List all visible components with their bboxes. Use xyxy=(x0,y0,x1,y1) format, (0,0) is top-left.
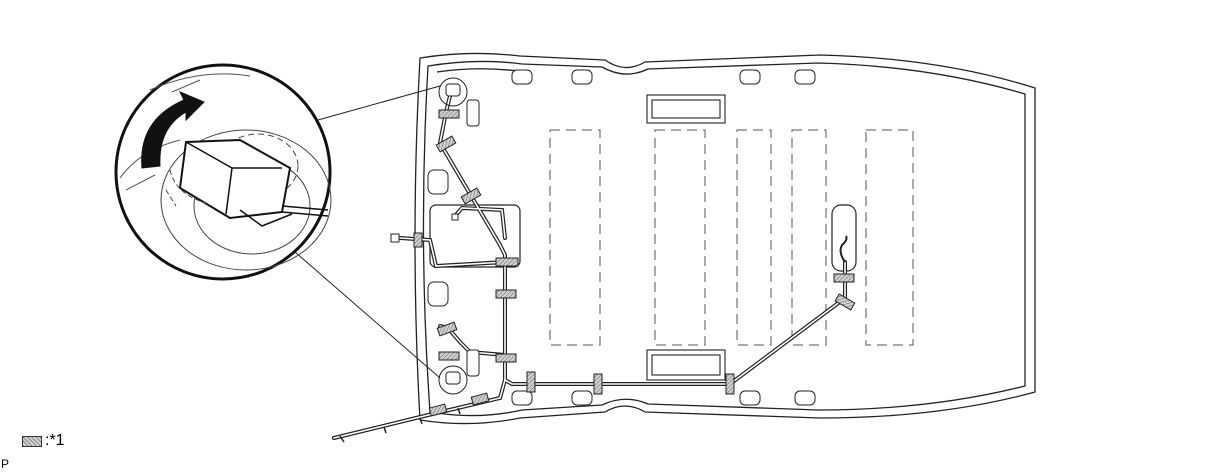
page-code: P xyxy=(1,457,10,471)
harness-end-ticks xyxy=(339,407,461,443)
detail-magnifier xyxy=(114,63,332,281)
callout-leader-lines xyxy=(294,77,468,395)
wire-harness xyxy=(332,86,847,440)
roof-outline xyxy=(414,52,1036,425)
roof-edge-pockets xyxy=(427,69,816,406)
dome-lights xyxy=(646,94,726,381)
legend: : *1 xyxy=(22,432,65,450)
rear-connector-lead xyxy=(839,235,848,263)
connector-icon xyxy=(390,83,480,385)
clamp-legend-icon xyxy=(22,435,42,447)
clamp-icon xyxy=(413,109,856,417)
legend-label: *1 xyxy=(49,432,65,449)
legend-symbol: : xyxy=(45,432,50,449)
curved-arrow-icon xyxy=(141,91,205,169)
panel-outlines xyxy=(549,129,914,346)
